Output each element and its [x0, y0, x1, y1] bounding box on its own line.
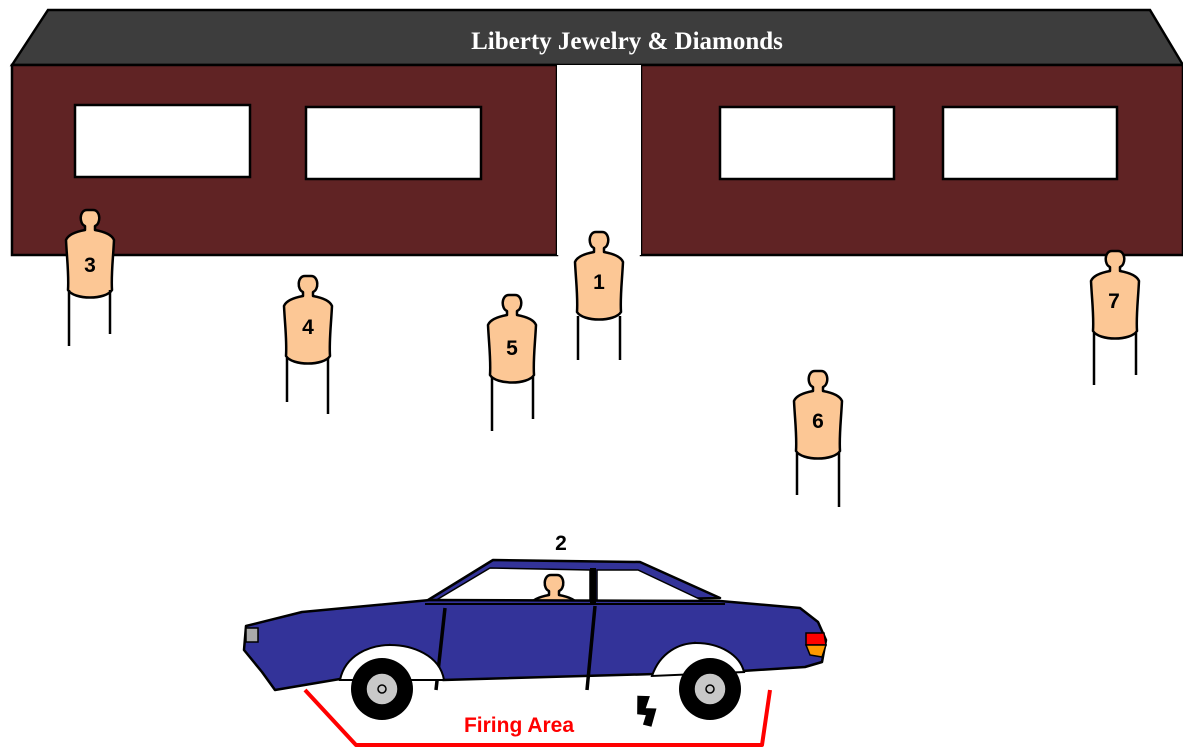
gun-icon: [632, 692, 660, 728]
target-4: 4: [284, 276, 332, 414]
storefront: Liberty Jewelry & Diamonds: [12, 10, 1183, 255]
target-number: 4: [302, 316, 314, 339]
window: [75, 105, 250, 177]
car-target-label: 2: [555, 532, 567, 555]
target-7: 7: [1091, 251, 1139, 385]
rear-light: [246, 628, 258, 642]
target-5: 5: [488, 295, 536, 431]
window: [306, 107, 481, 179]
target-number: 1: [593, 271, 605, 294]
front-wheel: [679, 658, 741, 720]
window: [943, 107, 1117, 179]
headlight: [806, 633, 826, 645]
window: [720, 107, 894, 179]
target-number: 7: [1108, 290, 1120, 313]
target-number: 3: [84, 254, 96, 277]
store-sign: Liberty Jewelry & Diamonds: [471, 28, 783, 55]
target-number: 5: [506, 337, 518, 360]
target-number: 6: [812, 410, 824, 433]
car: 2: [244, 532, 826, 720]
firing-area-label: Firing Area: [464, 714, 574, 737]
entrance-gap: [557, 65, 641, 255]
car-body: [244, 600, 826, 690]
rear-wheel: [351, 658, 413, 720]
target-6: 6: [794, 371, 842, 507]
